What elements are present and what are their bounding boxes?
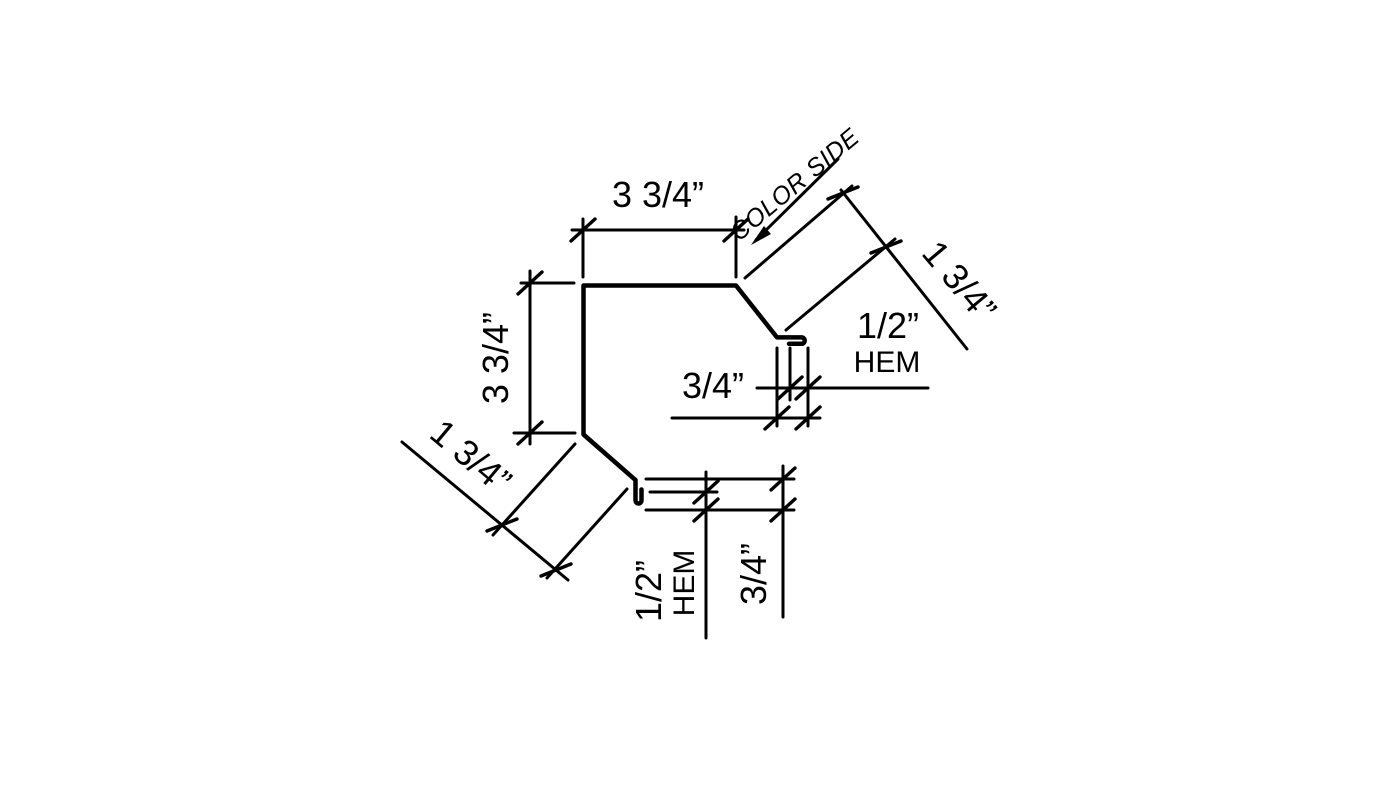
extension-line [743,184,854,280]
tick [569,217,597,243]
tick [516,420,544,446]
dim-label-left-height: 3 3/4” [475,312,516,404]
flashing-profile [581,283,807,506]
dimension-line [839,188,969,351]
dim-top-hem: 3/4” 1/2” HEM [670,305,930,431]
tick [776,375,804,401]
tick [485,517,519,533]
tick [869,239,903,255]
leader-arrowhead-icon [751,226,771,245]
profile-outline [581,283,807,506]
dim-label-bottom-leg: 3/4” [733,543,774,605]
leader-line [754,157,840,242]
dim-label-top-hem-word: HEM [854,346,921,379]
extension-line [784,237,897,332]
color-side-note: COLOR SIDE [725,123,865,247]
tick [692,479,720,505]
tick [539,562,573,578]
tick [794,375,822,401]
dim-label-bottom-hem-size: 1/2” [628,560,669,622]
tick [763,405,791,431]
tick [692,497,720,523]
dim-label-top-width: 3 3/4” [612,174,704,215]
tick [769,497,797,523]
extension-line [491,442,577,537]
tick [826,185,860,201]
dim-label-top-hem-size: 1/2” [857,305,919,346]
dim-label-top-flange: 1 3/4” [914,233,1005,330]
dimension-line [400,440,570,582]
tick [769,466,797,492]
tick [794,405,822,431]
dim-label-bottom-flange: 1 3/4” [423,411,520,502]
dim-bottom-hem: 1/2” HEM 3/4” [628,464,797,640]
extension-line [545,487,629,580]
dim-left-height: 3 3/4” [475,269,577,446]
tick [722,217,750,243]
dim-label-top-leg: 3/4” [682,365,744,406]
dim-bottom-flange: 1 3/4” [400,411,629,582]
tick [516,270,544,296]
color-side-label: COLOR SIDE [725,123,865,247]
dim-label-bottom-hem-word: HEM [668,550,701,617]
dim-top-width: 3 3/4” [569,174,750,279]
